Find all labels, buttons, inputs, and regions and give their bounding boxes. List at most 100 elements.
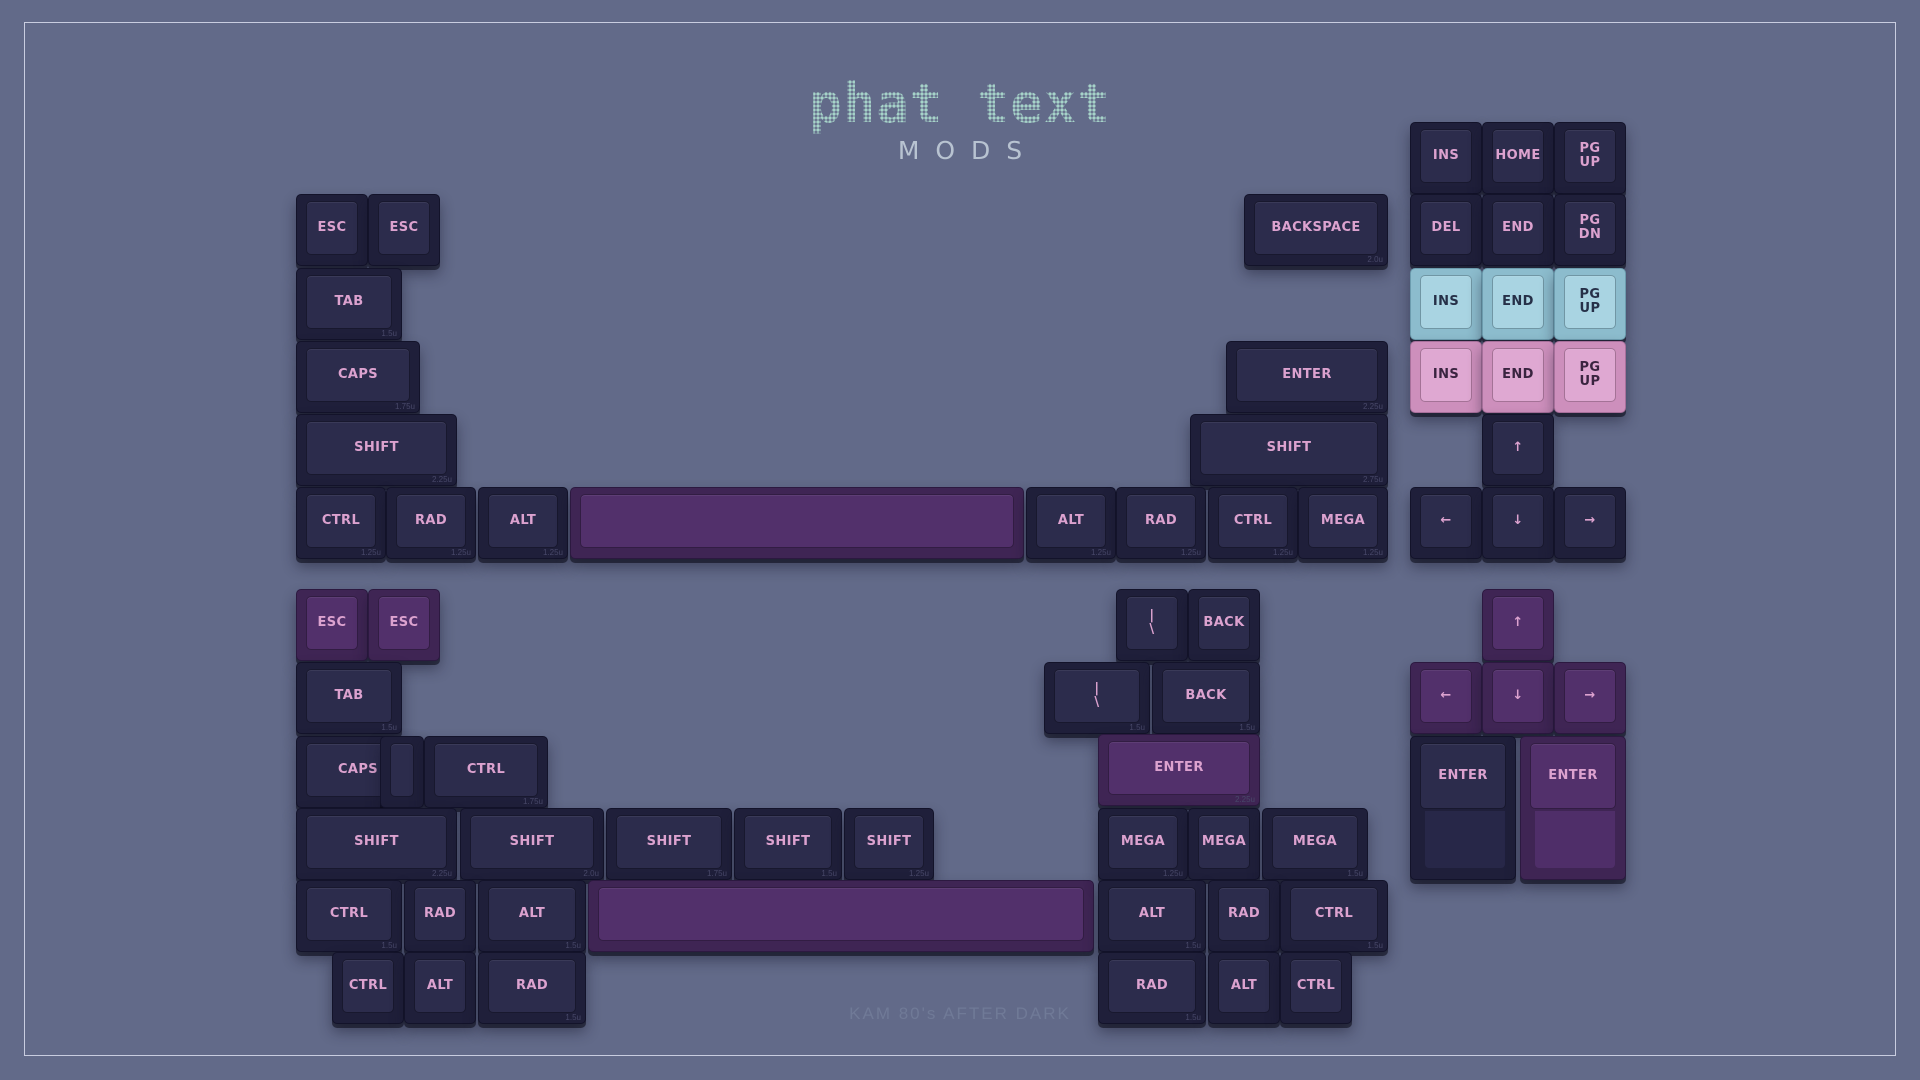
keycap-size-label: 1.25u <box>1180 548 1201 557</box>
keycap-home[interactable]: HOME <box>1482 122 1554 194</box>
keycap-legend: SHIFT <box>509 834 555 849</box>
keycap-legend: RAD <box>1144 513 1178 528</box>
keycap-legend: ESC <box>389 615 419 630</box>
keycap-size-label: 1.75u <box>706 869 727 878</box>
keycap-alt[interactable]: ALT <box>1208 952 1280 1024</box>
keycap-ins-blue[interactable]: INS <box>1410 268 1482 340</box>
keycap-legend: BACKSPACE <box>1271 220 1361 235</box>
keycap-arrow-left-purple[interactable]: ← <box>1410 662 1482 734</box>
keycap-esc-purple[interactable]: ESC <box>368 589 440 661</box>
keycap-top: SHIFT <box>855 816 923 868</box>
keycap-legend: END <box>1502 294 1534 309</box>
keycap-pgdn[interactable]: PG DN <box>1554 194 1626 266</box>
keycap-legend: CTRL <box>321 513 361 528</box>
keycap-pgup-pink[interactable]: PG UP <box>1554 341 1626 413</box>
keycap-mega[interactable]: MEGA <box>1188 808 1260 880</box>
keycap-size-label: 2.25u <box>431 869 452 878</box>
keycap-arrow-left[interactable]: ← <box>1410 487 1482 559</box>
keycap-top: BACKSPACE <box>1255 202 1377 254</box>
keycap-alt[interactable]: ALT <box>404 952 476 1024</box>
keycap-top: → <box>1565 670 1615 722</box>
keycap-legend: CTRL <box>329 906 369 921</box>
keycap-legend: END <box>1502 367 1534 382</box>
keycap-arrow-down[interactable]: ↓ <box>1482 487 1554 559</box>
keycap-arrow-up-purple[interactable]: ↑ <box>1482 589 1554 661</box>
keycap-esc[interactable]: ESC <box>368 194 440 266</box>
keycap-legend: RAD <box>1135 978 1169 993</box>
keycap-legend: ESC <box>389 220 419 235</box>
keycap-pgup[interactable]: PG UP <box>1554 122 1626 194</box>
keycap-arrow-up[interactable]: ↑ <box>1482 414 1554 486</box>
keycap-blank[interactable] <box>380 736 424 808</box>
keycap-spacebar[interactable] <box>570 487 1024 559</box>
keycap-legend: INS <box>1432 294 1460 309</box>
keycap-legend: → <box>1584 513 1596 528</box>
keycap-back[interactable]: BACK <box>1188 589 1260 661</box>
keycap-ins-pink[interactable]: INS <box>1410 341 1482 413</box>
keycap-top: ESC <box>379 597 429 649</box>
keycap-spacebar[interactable] <box>588 880 1094 952</box>
keycap-rad[interactable]: RAD <box>1208 880 1280 952</box>
keycap-del[interactable]: DEL <box>1410 194 1482 266</box>
keycap-iso-enter[interactable]: ENTER <box>1410 736 1516 880</box>
keycap-esc[interactable]: ESC <box>296 194 368 266</box>
keycap-end-pink[interactable]: END <box>1482 341 1554 413</box>
keycap-rad[interactable]: RAD 1.25u <box>1116 487 1206 559</box>
keycap-top: ALT <box>415 960 465 1012</box>
keycap-arrow-right[interactable]: → <box>1554 487 1626 559</box>
keycap-esc-purple[interactable]: ESC <box>296 589 368 661</box>
keycap-arrow-down-purple[interactable]: ↓ <box>1482 662 1554 734</box>
keycap-rad[interactable]: RAD <box>404 880 476 952</box>
keycap-ctrl[interactable]: CTRL <box>1280 952 1352 1024</box>
keycap-pipe-backslash[interactable]: | \ <box>1116 589 1188 661</box>
keycap-legend: ALT <box>1138 906 1166 921</box>
keycap-legend: ENTER <box>1282 367 1332 382</box>
keycap-ins[interactable]: INS <box>1410 122 1482 194</box>
keycap-top: SHIFT <box>617 816 721 868</box>
keycap-end-blue[interactable]: END <box>1482 268 1554 340</box>
keycap-arrow-right-purple[interactable]: → <box>1554 662 1626 734</box>
keycap-legend: ALT <box>518 906 546 921</box>
keycap-pipe-backslash[interactable]: | \1.5u <box>1044 662 1150 734</box>
keycap-iso-enter-purple[interactable]: ENTER <box>1520 736 1626 880</box>
keycap-legend: INS <box>1432 367 1460 382</box>
keycap-top: ↓ <box>1493 670 1543 722</box>
keycap-ctrl[interactable]: CTRL <box>332 952 404 1024</box>
keycap-top: HOME <box>1493 130 1543 182</box>
keycap-top: TAB <box>307 670 391 722</box>
keycap-legend: ↓ <box>1512 688 1524 703</box>
keycap-pgup-blue[interactable]: PG UP <box>1554 268 1626 340</box>
keycap-size-label: 1.75u <box>522 797 543 806</box>
keycap-end[interactable]: END <box>1482 194 1554 266</box>
keycap-top: CTRL <box>1219 495 1287 547</box>
